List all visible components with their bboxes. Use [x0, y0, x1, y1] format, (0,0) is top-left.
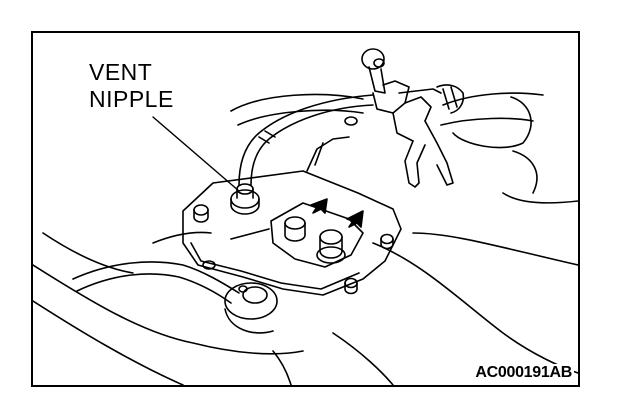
piston-right: [316, 229, 346, 264]
bolt: [344, 116, 358, 126]
bolt: [193, 204, 209, 223]
figure-reference-code: AC000191AB: [473, 364, 574, 382]
bolt: [202, 260, 216, 270]
vent-nipple: [230, 183, 260, 215]
arrow-left: [310, 198, 328, 214]
upper-hose-right: [442, 92, 544, 106]
callout-line-1: VENT: [89, 59, 153, 85]
lower-pipe: [72, 261, 240, 294]
hose-clamp: [361, 48, 454, 188]
flare-fitting: [224, 282, 278, 334]
arrow-right: [346, 210, 364, 228]
callout-leader-line: [152, 116, 240, 192]
body-contour-left: [33, 264, 304, 355]
bleeder-hose: [238, 94, 374, 186]
callout-line-2: NIPPLE: [89, 86, 174, 112]
piston-left: [284, 216, 306, 242]
vent-nipple-callout: VENT NIPPLE: [89, 59, 174, 113]
body-contour-right: [372, 242, 578, 374]
mounting-bracket: [182, 170, 402, 296]
ribbed-cap: [436, 84, 465, 114]
upper-hose-left: [230, 93, 364, 112]
illustration-frame: VENT NIPPLE AC000191AB: [31, 31, 580, 387]
vent-nipple-illustration: [33, 48, 578, 385]
bolt: [344, 277, 358, 295]
bolt: [380, 233, 394, 250]
